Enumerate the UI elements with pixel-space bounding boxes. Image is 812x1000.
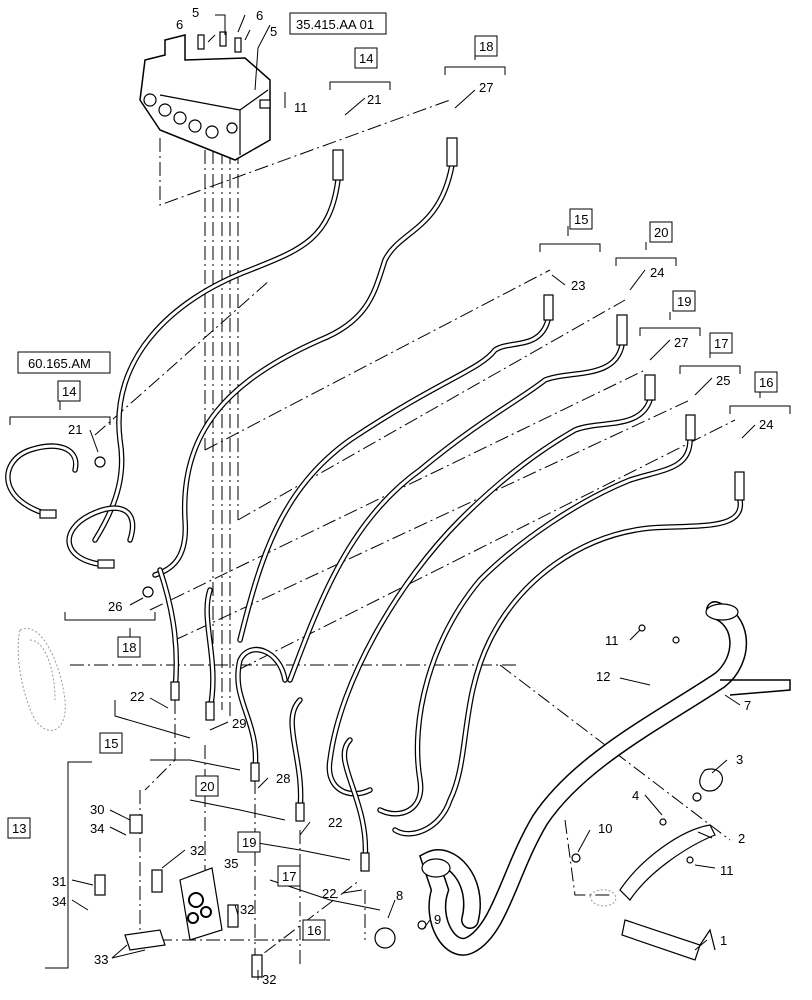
group-box-15[interactable]: 15 (569, 208, 593, 230)
callout-21: 21 (367, 92, 381, 107)
reference-ghost-parts (17, 627, 617, 907)
callout-6: 6 (256, 8, 263, 23)
callout-11: 11 (605, 633, 619, 648)
callout-34: 34 (90, 821, 104, 836)
callout-25: 25 (716, 373, 730, 388)
group-box-label: 15 (104, 736, 118, 751)
group-box-label: 20 (654, 225, 668, 240)
group-box-label: 14 (62, 384, 76, 399)
group-box-14-top[interactable]: 14 (354, 47, 378, 69)
reference-hitch-label: 60.165.AM (28, 356, 91, 371)
group-box-13[interactable]: 13 (7, 817, 31, 839)
reference-box-hitch[interactable]: 60.165.AM (17, 351, 111, 374)
callout-32: 32 (262, 972, 276, 987)
callout-5: 5 (192, 5, 199, 20)
callout-24: 24 (759, 417, 773, 432)
group-box-19-low[interactable]: 19 (237, 831, 261, 853)
group-box-label: 15 (574, 212, 588, 227)
group-box-15-low[interactable]: 15 (99, 732, 123, 754)
callout-30: 30 (90, 802, 104, 817)
callout-35: 35 (224, 856, 238, 871)
callout-1: 1 (720, 933, 727, 948)
callout-28: 28 (276, 771, 290, 786)
group-box-18-left[interactable]: 18 (117, 636, 141, 658)
support-bracket (571, 624, 791, 961)
group-box-14-left[interactable]: 14 (57, 380, 81, 402)
group-box-20-low[interactable]: 20 (195, 775, 219, 797)
hose-fittings (39, 137, 745, 978)
group-box-label: 20 (200, 779, 214, 794)
callout-33: 33 (94, 952, 108, 967)
part-callouts: 5 6 6 5 11 21 27 23 24 27 25 24 21 26 11… (52, 5, 773, 987)
callout-11: 11 (720, 863, 734, 878)
group-box-20[interactable]: 20 (649, 221, 673, 243)
callout-9: 9 (434, 912, 441, 927)
callout-27: 27 (674, 335, 688, 350)
callout-32: 32 (190, 843, 204, 858)
callout-6: 6 (176, 17, 183, 32)
callout-5: 5 (270, 24, 277, 39)
hydraulic-hoses (5, 162, 743, 863)
group-box-16[interactable]: 16 (754, 371, 778, 393)
reference-box-valve[interactable]: 35.415.AA 01 (289, 12, 387, 35)
callout-29: 29 (232, 716, 246, 731)
group-box-label: 17 (714, 336, 728, 351)
callout-26: 26 (108, 599, 122, 614)
valve-block (139, 31, 271, 161)
group-box-label: 16 (759, 375, 773, 390)
group-box-label: 14 (359, 51, 373, 66)
group-box-label: 17 (282, 869, 296, 884)
group-box-label: 18 (122, 640, 136, 655)
callout-8: 8 (396, 888, 403, 903)
group-box-17[interactable]: 17 (709, 332, 733, 354)
callout-7: 7 (744, 698, 751, 713)
callout-12: 12 (596, 669, 610, 684)
callout-31: 31 (52, 874, 66, 889)
callout-21: 21 (68, 422, 82, 437)
seal-kit-package (179, 867, 223, 941)
reference-valve-label: 35.415.AA 01 (296, 17, 374, 32)
callout-27: 27 (479, 80, 493, 95)
callout-3: 3 (736, 752, 743, 767)
callout-23: 23 (571, 278, 585, 293)
callout-2: 2 (738, 831, 745, 846)
callout-22: 22 (130, 689, 144, 704)
callout-4: 4 (632, 788, 639, 803)
callout-32: 32 (240, 902, 254, 917)
group-box-19[interactable]: 19 (672, 290, 696, 312)
callout-10: 10 (598, 821, 612, 836)
group-box-16-low[interactable]: 16 (302, 919, 326, 941)
group-box-label: 13 (12, 821, 26, 836)
group-box-label: 19 (677, 294, 691, 309)
callout-24: 24 (650, 265, 664, 280)
group-box-17-low[interactable]: 17 (277, 865, 301, 887)
group-brackets (9, 24, 791, 969)
callout-22: 22 (322, 886, 336, 901)
callout-leaders (71, 14, 756, 980)
callout-11: 11 (294, 100, 308, 115)
group-box-label: 19 (242, 835, 256, 850)
group-box-18-top[interactable]: 18 (474, 35, 498, 57)
callout-22: 22 (328, 815, 342, 830)
callout-34: 34 (52, 894, 66, 909)
group-box-label: 18 (479, 39, 493, 54)
group-box-label: 16 (307, 923, 321, 938)
